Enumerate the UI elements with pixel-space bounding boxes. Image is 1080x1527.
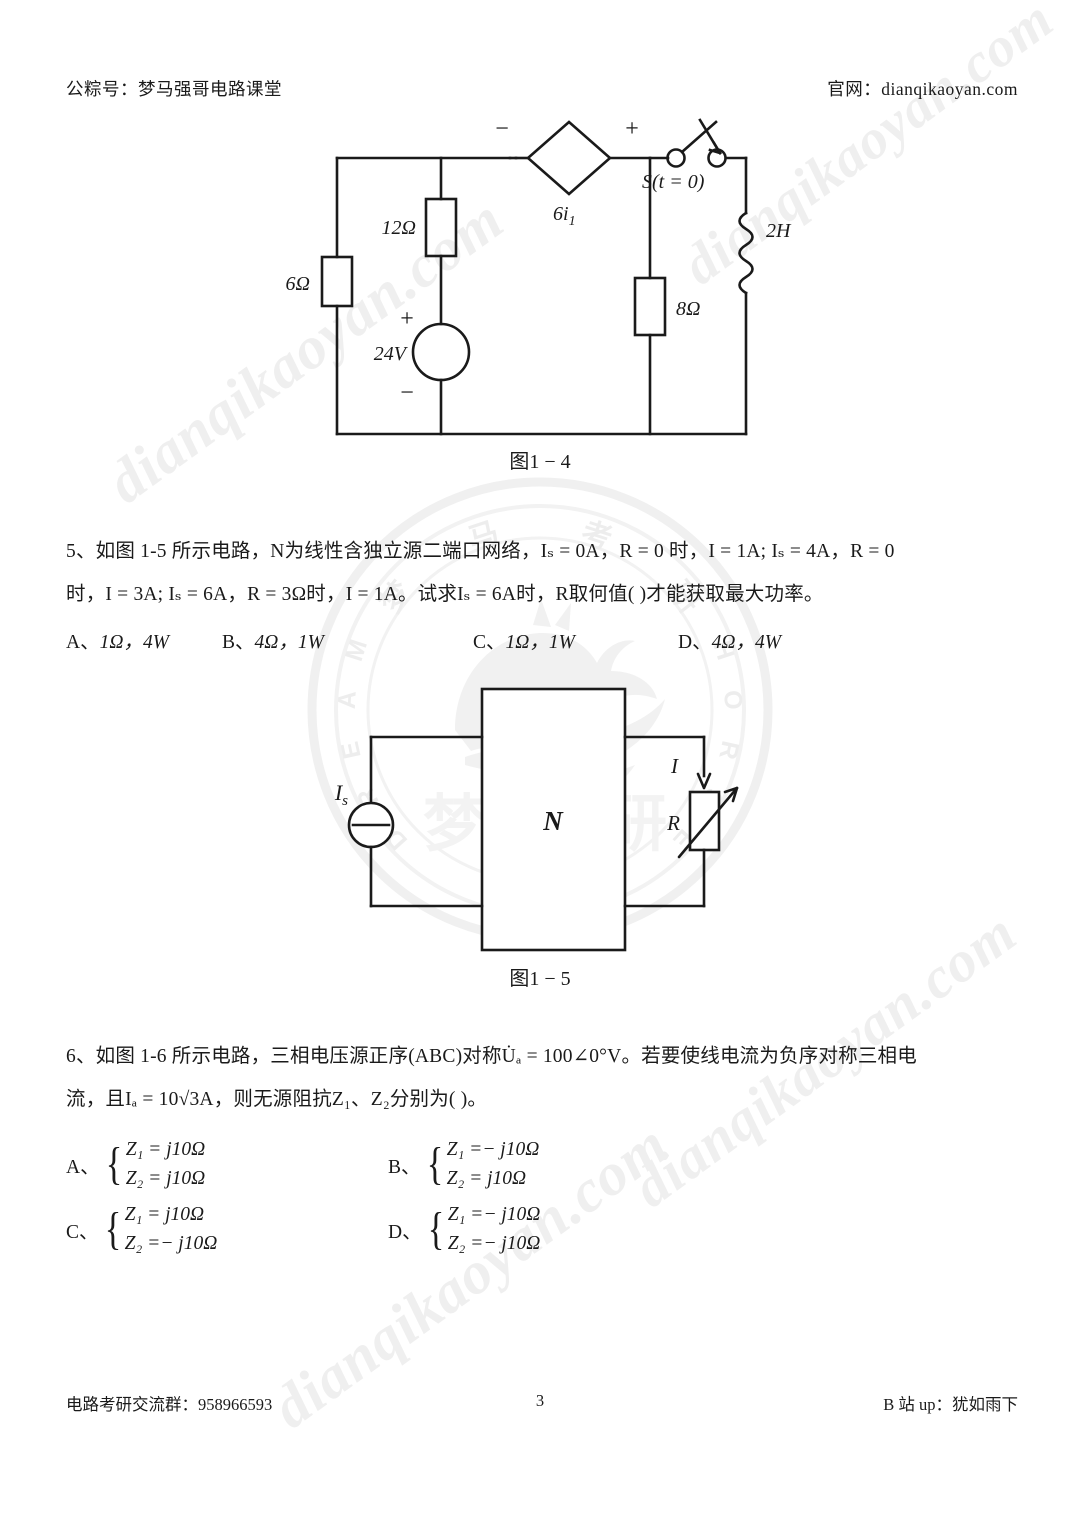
option-b-tag: B、 [222,632,255,653]
option-c-row1: Z₁ = j10Ω [124,1204,205,1225]
label-current-source: Is [334,780,348,809]
label-resistor-r: R [666,811,680,835]
option-b-tag: B、 [388,1156,421,1178]
label-12ohm: 12Ω [382,217,416,239]
question-5-option-c[interactable]: C、1Ω，1W [473,625,575,654]
question-6-option-d[interactable]: D、 { Z₁ =− j10Ω Z₂ =− j10Ω [388,1200,540,1259]
brace-icon: { [104,1202,121,1254]
label-network-n: N [542,806,564,836]
option-a-text: 1Ω，4W [99,632,169,653]
option-b-row1: Z₁ =− j10Ω [446,1139,540,1160]
brace-icon: { [426,1137,443,1189]
option-d-row1: Z₁ =− j10Ω [447,1204,541,1225]
figure-1-5-caption: 图1 − 5 [509,968,571,990]
label-source-plus: + [400,306,414,332]
label-inductor: 2H [766,220,792,242]
label-8ohm: 8Ω [676,298,700,320]
question-5-option-d[interactable]: D、4Ω，4W [678,625,781,654]
option-b-text: 4Ω，1W [254,632,324,653]
figure-1-4: 6Ω 12Ω 8Ω 24V + − − + 6i1 S(t = 0) 2H [280,110,820,455]
question-6-line-1: 6、如图 1-6 所示电路，三相电压源正序(ABC)对称U̇ₐ = 100∠0°… [66,1046,917,1067]
option-d-tag: D、 [678,632,712,653]
label-source-minus: − [400,380,414,406]
question-5-line-1: 5、如图 1-5 所示电路，N为线性含独立源二端口网络，Iₛ = 0A，R = … [66,541,895,562]
question-5-option-a[interactable]: A、1Ω，4W [66,625,169,654]
option-a-tag: A、 [66,1156,100,1178]
svg-text:M: M [340,636,373,664]
question-5-line-2: 时，I = 3A; Iₛ = 6A，R = 3Ω时，I = 1A。试求Iₛ = … [66,584,824,605]
option-b-row2: Z₂ = j10Ω [446,1168,527,1190]
option-d-text: 4Ω，4W [711,632,781,653]
label-6ohm: 6Ω [286,273,310,295]
question-6-line-2: 流，且Iₐ = 10√3A，则无源阻抗Z₁、Z₂分别为( )。 [66,1089,488,1110]
question-6-option-b[interactable]: B、 { Z₁ =− j10Ω Z₂ = j10Ω [388,1135,539,1194]
label-dep-minus: − [495,116,509,142]
brace-icon: { [105,1137,122,1189]
label-switch: S(t = 0) [642,171,705,193]
option-a-row1: Z₁ = j10Ω [125,1139,206,1160]
question-5-option-b[interactable]: B、4Ω，1W [222,625,324,654]
footer-qq-group: 电路考研交流群：958966593 [66,1395,273,1414]
figure-1-4-caption: 图1 − 4 [509,451,571,473]
question-6-option-a[interactable]: A、 { Z₁ = j10Ω Z₂ = j10Ω [66,1135,205,1194]
option-c-text: 1Ω，1W [505,632,575,653]
option-d-tag: D、 [388,1221,422,1243]
label-dependent-source: 6i1 [553,203,576,229]
header-wechat-account: 公粽号：梦马强哥电路课堂 [66,79,282,99]
brace-icon: { [427,1202,444,1254]
figure-1-5: Is N I R [300,670,800,960]
option-a-row2: Z₂ = j10Ω [125,1168,206,1190]
option-c-row2: Z₂ =− j10Ω [124,1233,218,1255]
label-24v: 24V [374,343,409,365]
question-6-option-c[interactable]: C、 { Z₁ = j10Ω Z₂ =− j10Ω [66,1200,217,1259]
option-c-tag: C、 [473,632,506,653]
label-dep-plus: + [625,116,639,142]
option-d-row2: Z₂ =− j10Ω [447,1233,541,1255]
header-website: 官网：dianqikaoyan.com [827,79,1018,99]
footer-page-number: 3 [535,1391,545,1410]
option-c-tag: C、 [66,1221,99,1243]
option-a-tag: A、 [66,632,100,653]
footer-bilibili-up: B 站 up：犹如雨下 [883,1395,1018,1414]
label-current-i: I [670,754,679,778]
